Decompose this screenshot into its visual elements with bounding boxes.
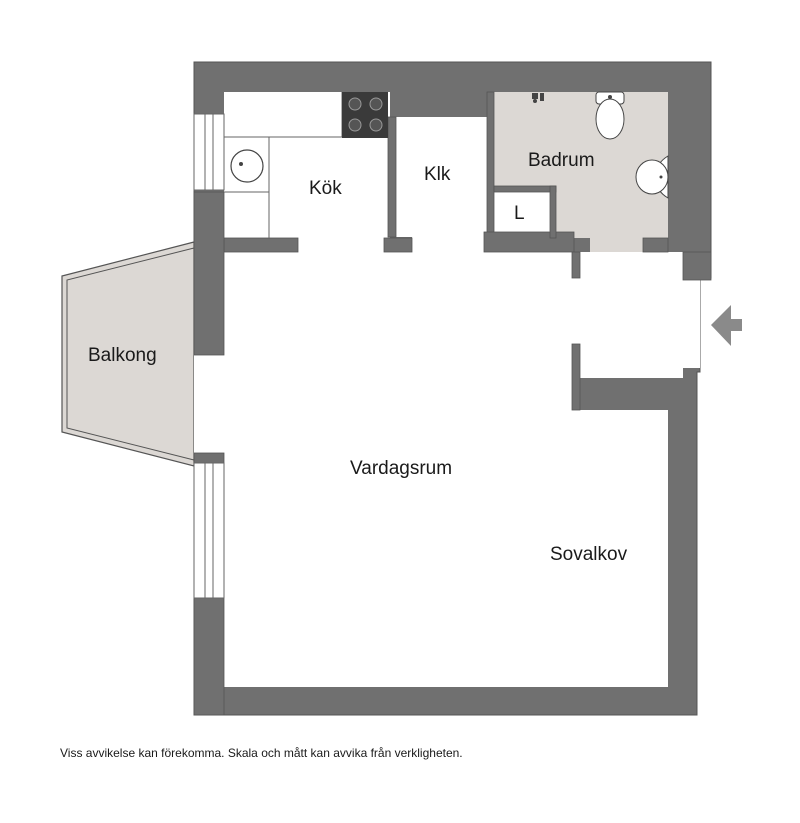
label-sovalkov: Sovalkov: [550, 544, 628, 565]
faucet-icon: [532, 93, 544, 103]
wall-left-lower: [193, 452, 225, 464]
window-icon: [193, 113, 225, 599]
wall-hall-stub: [571, 343, 581, 411]
wall-closet-bath: [486, 91, 495, 239]
window-kitchen: [193, 113, 225, 191]
closet-floor: [396, 117, 487, 237]
label-balkong: Balkong: [88, 345, 157, 366]
closet-opening: [412, 236, 484, 254]
label-vardagsrum: Vardagsrum: [350, 458, 452, 479]
wall-storage-right: [549, 185, 557, 239]
kitchen-opening: [298, 236, 384, 254]
wall-kitchen-closet: [387, 116, 397, 238]
wall-storage-top: [493, 185, 557, 193]
bathroom-floor: [494, 92, 668, 252]
wall-hall-right: [682, 251, 712, 281]
label-l: L: [514, 203, 525, 224]
label-klk: Klk: [424, 164, 451, 185]
wall-kitchen-stub: [383, 237, 413, 253]
interior-floor: [194, 92, 700, 687]
washbasin-icon: [635, 155, 669, 199]
entry-arrow-icon: [711, 305, 742, 346]
sink-icon: [230, 149, 264, 183]
hall-floor: [580, 252, 683, 378]
toilet-icon: [595, 91, 625, 140]
interior-walls: [193, 91, 712, 716]
window-living: [193, 462, 225, 599]
wall-bath-right-stub: [642, 237, 669, 253]
storage-floor: [494, 192, 550, 238]
disclaimer-text: Viss avvikelse kan förekomma. Skala och …: [60, 746, 463, 760]
wall-closet-stub: [483, 231, 575, 253]
wall-left-bottom: [193, 597, 225, 716]
wall-left-upper: [193, 191, 225, 356]
wall-bath-stub: [571, 251, 581, 279]
stove-icon: [342, 92, 388, 138]
label-kok: Kök: [309, 178, 342, 199]
label-badrum: Badrum: [528, 150, 595, 171]
balcony-railing: [66, 247, 195, 461]
balcony-door-opening: [194, 355, 226, 453]
wall-kitchen-bottom: [223, 237, 299, 253]
